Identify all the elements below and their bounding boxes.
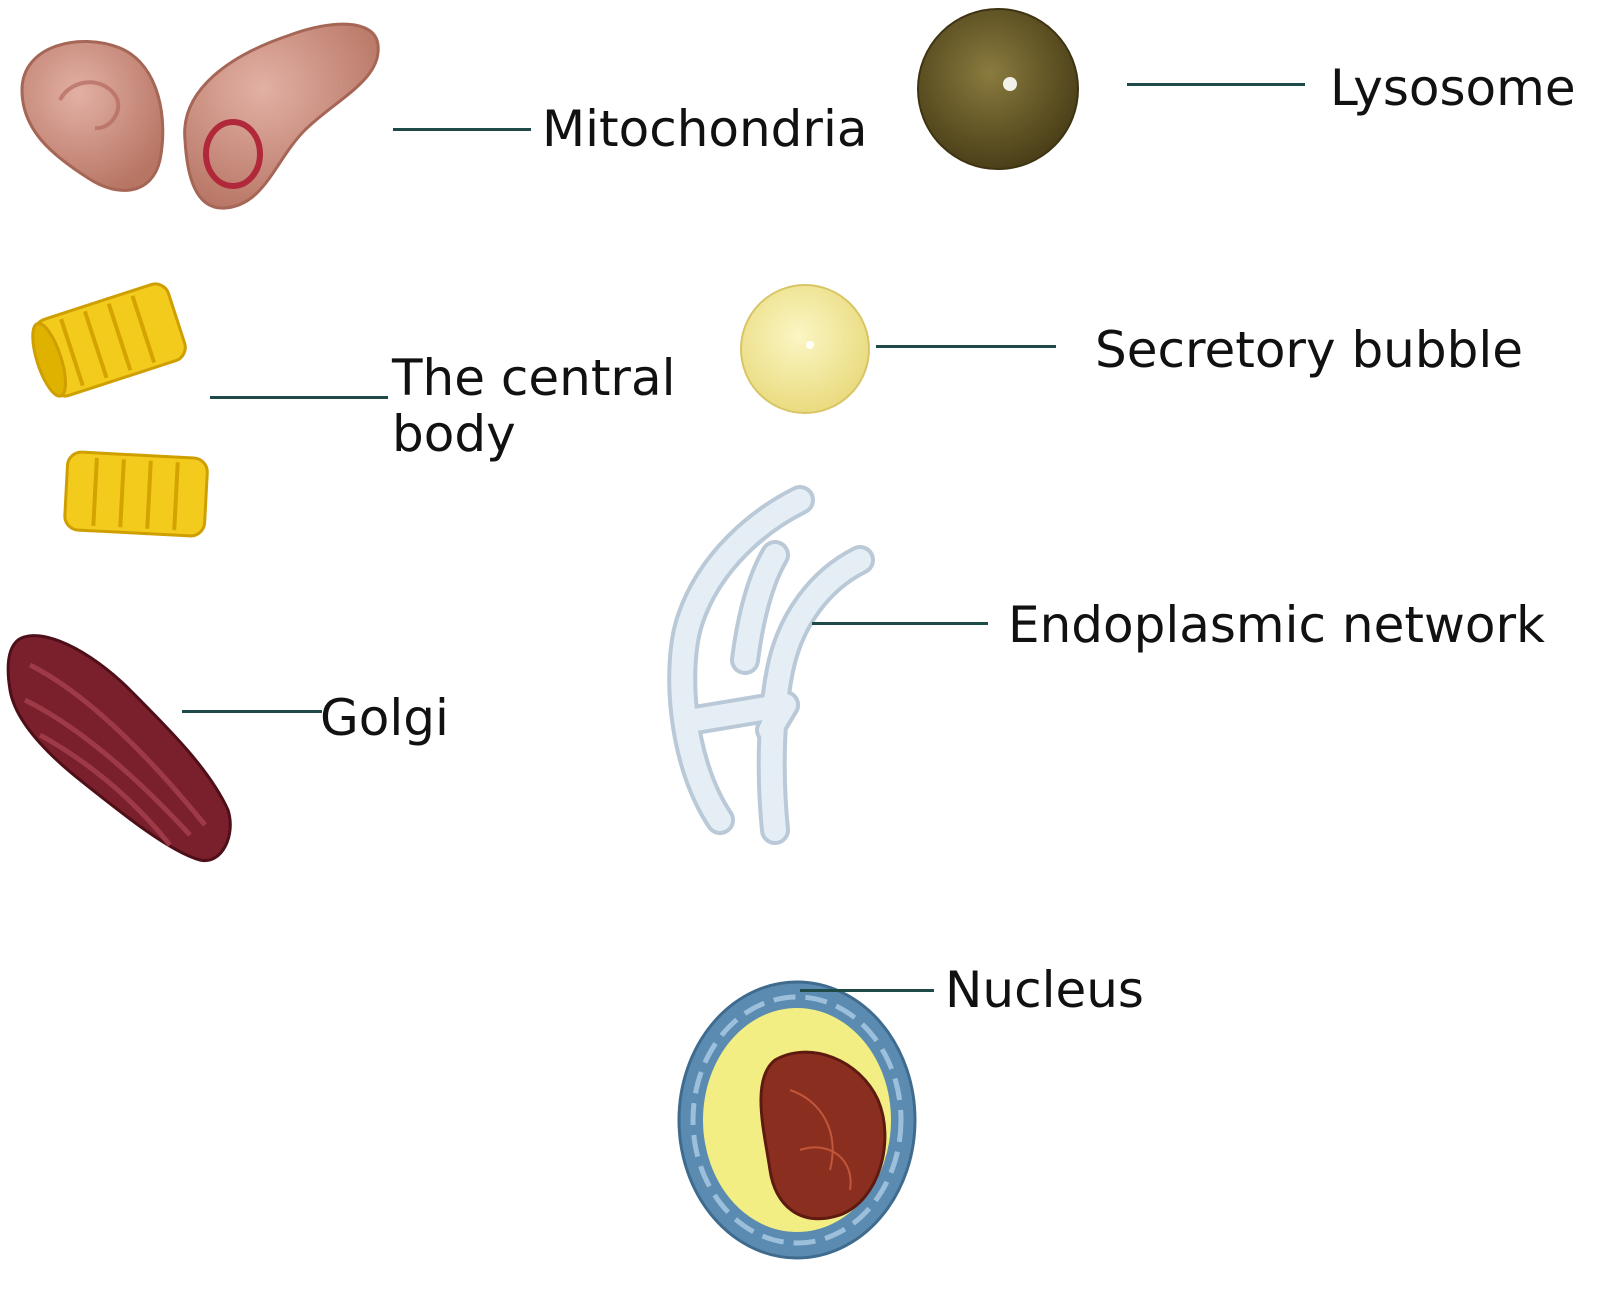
- central-body-label-line1: The central: [392, 349, 676, 407]
- mitochondrion-left: [20, 40, 165, 192]
- secretory-bubble-illustration: [740, 284, 870, 414]
- lysosome-highlight: [1003, 77, 1017, 91]
- nucleus-label: Nucleus: [945, 961, 1144, 1019]
- golgi-label: Golgi: [320, 689, 449, 747]
- nucleus-illustration: [677, 980, 917, 1260]
- mitochondrion-right: [183, 22, 380, 210]
- golgi-leader: [182, 710, 322, 713]
- lysosome-leader: [1127, 83, 1305, 86]
- nucleus-leader: [800, 989, 934, 992]
- mitochondrion-right-ring: [203, 119, 263, 189]
- central-body-illustration: [31, 282, 209, 538]
- mitochondria-leader: [393, 128, 531, 131]
- lysosome-label: Lysosome: [1330, 59, 1576, 117]
- endoplasmic-network-label: Endoplasmic network: [1008, 596, 1545, 654]
- central-body-leader: [210, 396, 388, 399]
- central-body-label-line2: body: [392, 405, 516, 463]
- secretory-bubble-label: Secretory bubble: [1095, 321, 1524, 379]
- endoplasmic-network-illustration: [667, 485, 875, 845]
- centriole-top: [31, 282, 187, 398]
- lysosome-illustration: [917, 8, 1079, 170]
- mitochondrion-left-crista: [58, 80, 121, 131]
- secretory-bubble-leader: [876, 345, 1056, 348]
- golgi-illustration: [6, 634, 232, 862]
- centriole-bottom: [63, 450, 209, 538]
- mitochondria-label: Mitochondria: [542, 100, 868, 158]
- endoplasmic-network-leader: [812, 622, 988, 625]
- mitochondria-illustration: [20, 22, 380, 210]
- nucleolus: [759, 1050, 887, 1221]
